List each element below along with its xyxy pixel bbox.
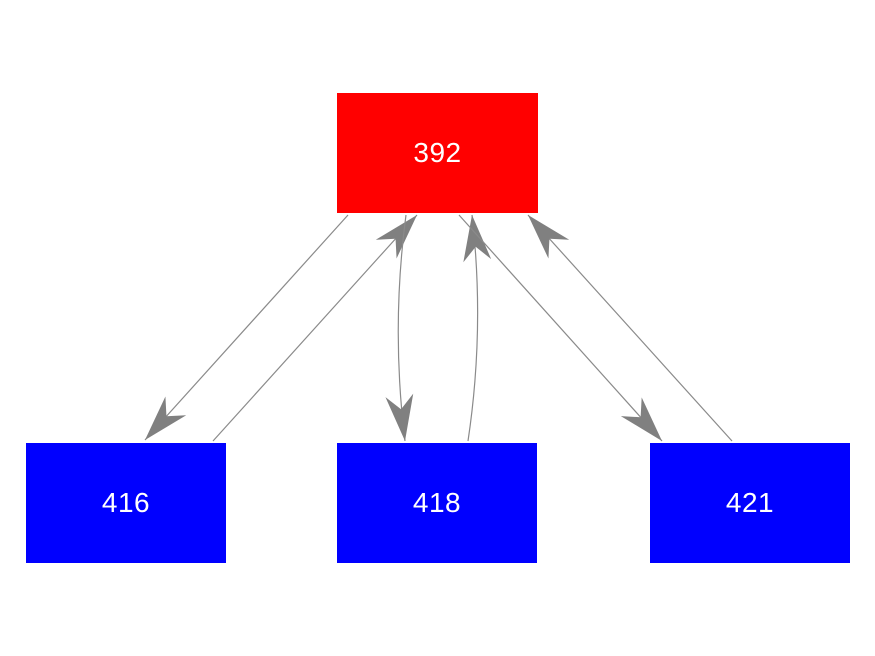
node-label: 421 bbox=[725, 487, 775, 518]
edge-421-392 bbox=[527, 214, 733, 442]
arrowhead-392-418 bbox=[385, 393, 414, 441]
arrowhead-392-416 bbox=[145, 396, 187, 440]
node-label: 392 bbox=[413, 137, 462, 168]
arrowhead-416-392 bbox=[375, 215, 417, 259]
edge-392-421 bbox=[458, 214, 663, 442]
graph-node-392[interactable]: 392 bbox=[337, 93, 538, 213]
arrowhead-421-392 bbox=[528, 215, 570, 259]
arrowhead-418-392 bbox=[463, 215, 492, 263]
edge-416-392 bbox=[212, 214, 418, 442]
edge-392-416 bbox=[144, 214, 349, 441]
node-label: 416 bbox=[101, 487, 151, 518]
graph-node-421[interactable]: 421 bbox=[650, 443, 850, 563]
arrowhead-392-421 bbox=[620, 397, 662, 441]
graph-node-418[interactable]: 418 bbox=[337, 443, 537, 563]
graph-node-416[interactable]: 416 bbox=[26, 443, 226, 563]
node-label: 418 bbox=[412, 487, 462, 518]
